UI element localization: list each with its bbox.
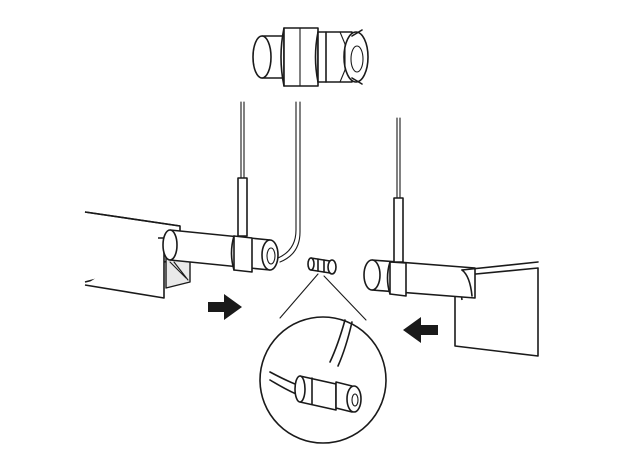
- right-rail-section: [363, 197, 539, 357]
- right-arrow: [208, 294, 242, 320]
- suspension-wires: [240, 101, 401, 263]
- connector-sleeve-part: [252, 27, 369, 87]
- left-rail-section: [84, 177, 279, 299]
- small-connector-plug: [307, 257, 337, 275]
- left-arrow: [403, 317, 438, 343]
- detail-circle: [259, 273, 387, 444]
